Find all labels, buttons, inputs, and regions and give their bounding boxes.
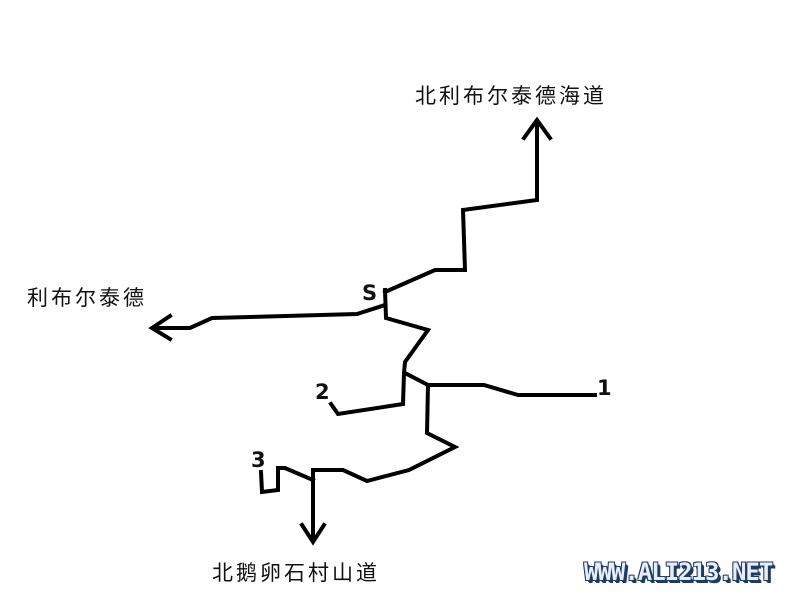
path-to-1 [402,370,597,397]
destination-west: 利布尔泰德 [27,286,147,310]
arrow-north-icon [521,116,553,141]
marker-1: 1 [597,376,612,400]
path-west [151,302,388,330]
destination-south: 北鹅卵石村山道 [212,561,380,585]
marker-start: S [362,281,378,305]
marker-3: 3 [251,448,266,472]
destination-north: 北利布尔泰德海道 [415,84,607,108]
arrow-west-icon [148,313,173,342]
marker-2: 2 [315,380,330,404]
path-south [311,382,460,542]
path-to-3 [258,466,316,495]
arrow-south-icon [299,522,327,546]
path-north [382,120,539,295]
watermark-logo: WWW.ALI213.NET [584,558,773,586]
path-spine [328,287,432,417]
